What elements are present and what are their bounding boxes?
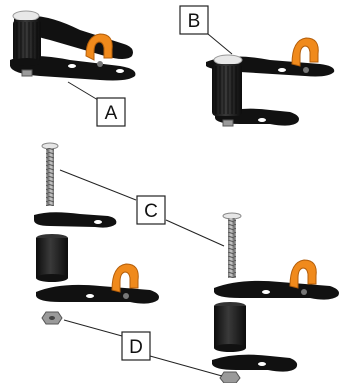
callout-a: A (96, 97, 126, 127)
callout-c-box (136, 195, 166, 225)
right-clamp (289, 259, 317, 289)
leader-d-left (63, 319, 123, 337)
leader-lines (59, 33, 233, 377)
left-clamp (111, 263, 139, 293)
callout-a-box (96, 97, 126, 127)
assembly-b-nut (222, 119, 234, 127)
assembly-a-nut (21, 69, 33, 77)
exploded-left (34, 142, 159, 325)
leader-c-right (165, 219, 225, 247)
right-roller (214, 306, 246, 348)
assembly-a-upper-plate (14, 15, 133, 59)
right-bolt-shaft (228, 218, 236, 278)
callout-d-box (121, 331, 151, 361)
callout-c-label: C (144, 201, 158, 222)
assembly-a-lower-plate (10, 56, 136, 81)
leader-d-right (149, 355, 223, 377)
assembly-b (206, 37, 335, 127)
left-lower-plate (36, 284, 159, 304)
callout-a-label: A (105, 103, 118, 124)
assembly-a-washer (12, 10, 40, 22)
callout-b: B (179, 5, 209, 35)
right-lower-plate (212, 354, 298, 372)
right-upper-plate (214, 280, 339, 300)
exploded-right (212, 212, 339, 383)
assembly-b-clamp (291, 37, 319, 67)
left-bolt-shaft (46, 148, 54, 206)
callout-c: C (136, 195, 166, 225)
leader-b (207, 33, 233, 55)
assembly-a (10, 10, 136, 81)
leader-c-left (59, 169, 137, 201)
left-upper-plate (34, 212, 117, 228)
assembly-a-clamp (85, 33, 113, 61)
assembly-a-roller (13, 20, 41, 62)
callout-b-box (179, 5, 209, 35)
callout-d-label: D (129, 337, 143, 358)
leader-a (67, 81, 99, 101)
left-roller (36, 238, 68, 278)
assembly-b-washer (213, 54, 243, 66)
callout-b-label: B (188, 11, 201, 32)
right-nut (219, 371, 241, 383)
callout-d: D (121, 331, 151, 361)
